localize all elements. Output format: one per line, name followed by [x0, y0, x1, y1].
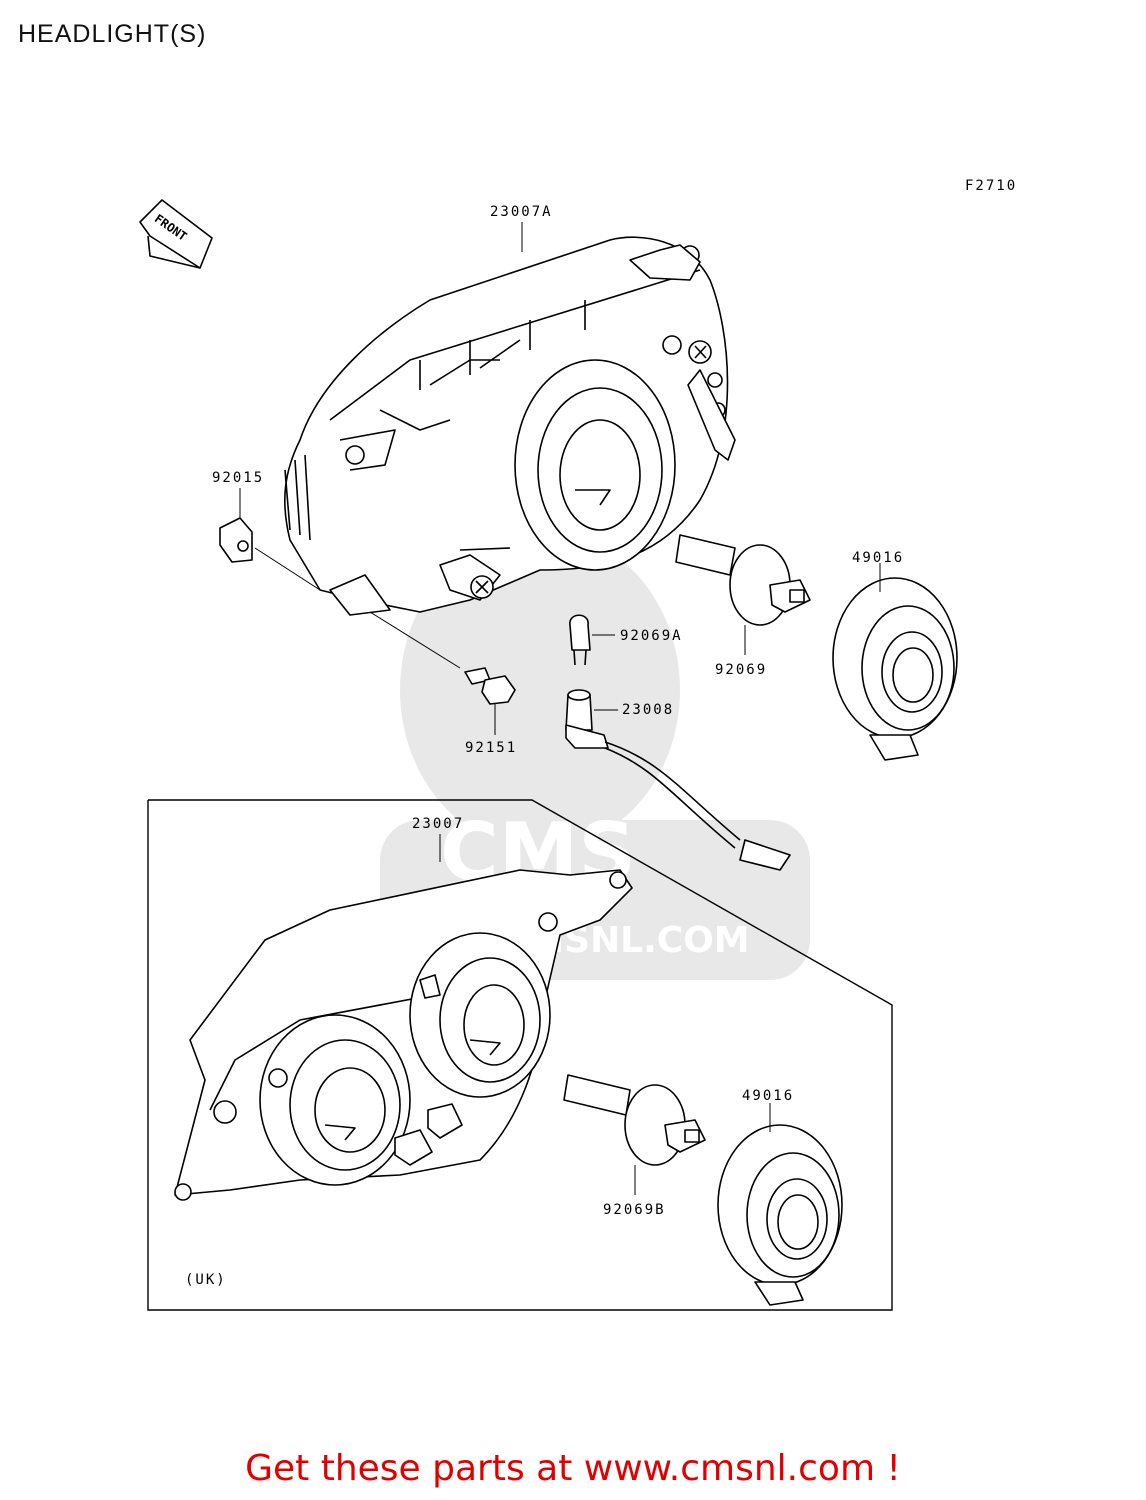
- callout-23007: 23007: [412, 816, 464, 832]
- page-title: HEADLIGHT(S): [18, 20, 207, 48]
- callout-23008: 23008: [622, 702, 674, 718]
- callout-92069: 92069: [715, 662, 767, 678]
- clip-92015: [219, 517, 253, 563]
- bulb-92069: [675, 534, 811, 626]
- callout-92015: 92015: [212, 470, 264, 486]
- socket-23008: [565, 689, 791, 871]
- callout-92069B: 92069B: [603, 1202, 666, 1218]
- callout-23007A: 23007A: [490, 204, 553, 220]
- bolt-92151: [464, 667, 516, 705]
- callout-49016-uk: 49016: [742, 1088, 794, 1104]
- headlight-assembly-23007: [174, 869, 633, 1201]
- cap-49016-uk: [717, 1124, 843, 1306]
- footer-promo-link[interactable]: Get these parts at www.cmsnl.com !: [245, 1448, 901, 1489]
- callout-92151: 92151: [465, 740, 517, 756]
- diagram-code: F2710: [965, 178, 1017, 194]
- callout-49016-top: 49016: [852, 550, 904, 566]
- callout-92069A: 92069A: [620, 628, 683, 644]
- uk-box-label: (UK): [185, 1272, 227, 1288]
- front-arrow-icon: FRONT: [139, 199, 213, 269]
- bulb-92069A: [569, 614, 591, 666]
- cap-49016-top: [832, 577, 958, 761]
- bulb-92069B: [563, 1074, 706, 1166]
- uk-variant-box: (UK): [147, 799, 893, 1311]
- headlight-assembly-23007A: [284, 236, 736, 616]
